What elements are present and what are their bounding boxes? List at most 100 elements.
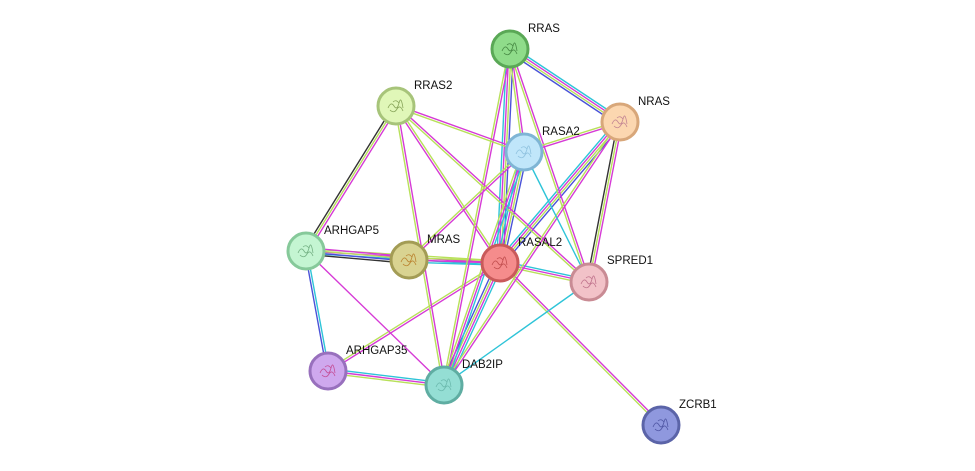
protein-structure-icon <box>435 378 452 392</box>
edge-line-black <box>303 104 395 251</box>
edge-rasa2-spred1[interactable] <box>523 151 590 283</box>
node-label: ZCRB1 <box>679 399 717 411</box>
node-mras[interactable]: MRAS <box>389 234 461 280</box>
edge-line-cyan <box>523 151 590 283</box>
edge-line-yellowgreen <box>407 150 524 260</box>
node-arhgap5[interactable]: ARHGAP5 <box>286 225 379 271</box>
node-circle <box>389 240 429 280</box>
edge-line-cyan <box>443 281 590 386</box>
edge-line-yellowgreen <box>508 49 621 124</box>
edge-line-magenta <box>396 104 591 282</box>
node-circle <box>480 243 520 283</box>
edge-line-cyan <box>511 45 623 120</box>
edge-rras2-rasa2[interactable] <box>394 104 526 154</box>
protein-structure-icon <box>580 275 597 289</box>
edge-rasal2-zcrb1[interactable] <box>498 261 663 427</box>
protein-structure-icon <box>400 253 417 267</box>
edge-rasal2-arhgap35[interactable] <box>326 261 502 373</box>
edge-line-yellowgreen <box>305 105 397 252</box>
protein-structure-icon <box>297 244 314 258</box>
node-rasal2[interactable]: RASAL2 <box>480 237 562 283</box>
edge-nras-spred1[interactable] <box>586 120 623 284</box>
edge-line-yellowgreen <box>442 261 500 386</box>
protein-structure-icon <box>387 99 404 113</box>
node-nras[interactable]: NRAS <box>600 96 670 142</box>
edge-rasal2-rras2[interactable] <box>394 104 502 265</box>
edge-line-yellowgreen <box>396 104 502 264</box>
edge-line-blue <box>501 123 624 266</box>
node-label: RASAL2 <box>518 237 562 249</box>
node-rras2[interactable]: RRAS2 <box>376 80 452 126</box>
edge-line-magenta <box>444 121 622 387</box>
protein-structure-icon <box>319 364 336 378</box>
edge-line-black <box>586 120 619 283</box>
edge-line-yellowgreen <box>498 263 661 427</box>
node-rras[interactable]: RRAS <box>490 23 560 69</box>
edge-dab2ip-spred1[interactable] <box>443 281 590 386</box>
node-circle <box>308 351 348 391</box>
node-circle <box>569 262 609 302</box>
node-dab2ip[interactable]: DAB2IP <box>424 359 503 405</box>
node-label: ARHGAP35 <box>346 345 407 357</box>
edge-line-yellowgreen <box>442 120 620 386</box>
edge-line-magenta <box>500 261 663 425</box>
edge-line-magenta <box>509 47 622 122</box>
edge-line-magenta <box>590 121 623 284</box>
edge-arhgap5-dab2ip[interactable] <box>305 250 445 386</box>
node-label: MRAS <box>427 234 461 246</box>
node-circle <box>424 365 464 405</box>
edge-line-magenta <box>444 262 502 387</box>
edge-rras-dab2ip[interactable] <box>442 48 512 386</box>
edge-line-magenta <box>510 47 591 283</box>
edge-line-magenta <box>327 263 502 373</box>
edge-line-magenta <box>409 152 526 262</box>
edge-line-yellowgreen <box>327 372 445 388</box>
node-circle <box>600 102 640 142</box>
edge-line-yellowgreen <box>588 121 621 283</box>
node-zcrb1[interactable]: ZCRB1 <box>641 399 717 445</box>
edge-line-yellowgreen <box>500 122 622 265</box>
edge-rasal2-dab2ip[interactable] <box>440 260 504 388</box>
edge-line-magenta <box>444 48 512 386</box>
edge-arhgap5-arhgap35[interactable] <box>304 250 330 372</box>
node-circle <box>504 132 544 172</box>
protein-structure-icon <box>652 418 669 432</box>
protein-structure-icon <box>515 145 532 159</box>
edge-line-blue <box>440 260 498 385</box>
node-arhgap35[interactable]: ARHGAP35 <box>308 345 407 391</box>
node-label: RASA2 <box>542 126 580 138</box>
node-label: RRAS2 <box>414 80 452 92</box>
edge-rras2-arhgap5[interactable] <box>303 104 399 253</box>
edge-line-cyan <box>327 368 445 384</box>
edge-rras-nras[interactable] <box>507 45 623 126</box>
edge-rras-spred1[interactable] <box>508 47 591 284</box>
edge-line-blue <box>304 250 328 372</box>
node-label: ARHGAP5 <box>324 225 379 237</box>
edge-rasa2-mras[interactable] <box>407 150 526 262</box>
edge-line-magenta <box>305 250 445 386</box>
edge-line-magenta <box>394 105 500 265</box>
edge-rras2-spred1[interactable] <box>394 104 591 284</box>
node-spred1[interactable]: SPRED1 <box>569 255 653 302</box>
node-circle <box>641 405 681 445</box>
protein-structure-icon <box>491 256 508 270</box>
edge-line-blue <box>507 51 619 126</box>
node-circle <box>376 86 416 126</box>
edge-nras-dab2ip[interactable] <box>442 120 622 387</box>
node-label: RRAS <box>528 23 560 35</box>
edge-line-magenta <box>395 104 526 152</box>
edge-line-yellowgreen <box>508 48 589 284</box>
edge-line-yellowgreen <box>394 106 525 154</box>
edge-line-magenta <box>307 106 399 253</box>
edge-line-cyan <box>446 263 504 388</box>
node-rasa2[interactable]: RASA2 <box>504 126 580 172</box>
protein-structure-icon <box>501 42 518 56</box>
node-circle <box>286 231 326 271</box>
node-circle <box>490 29 530 69</box>
edge-line-yellowgreen <box>326 261 501 371</box>
edge-line-yellowgreen <box>394 106 589 284</box>
node-label: NRAS <box>638 96 670 108</box>
node-label: DAB2IP <box>462 359 503 371</box>
